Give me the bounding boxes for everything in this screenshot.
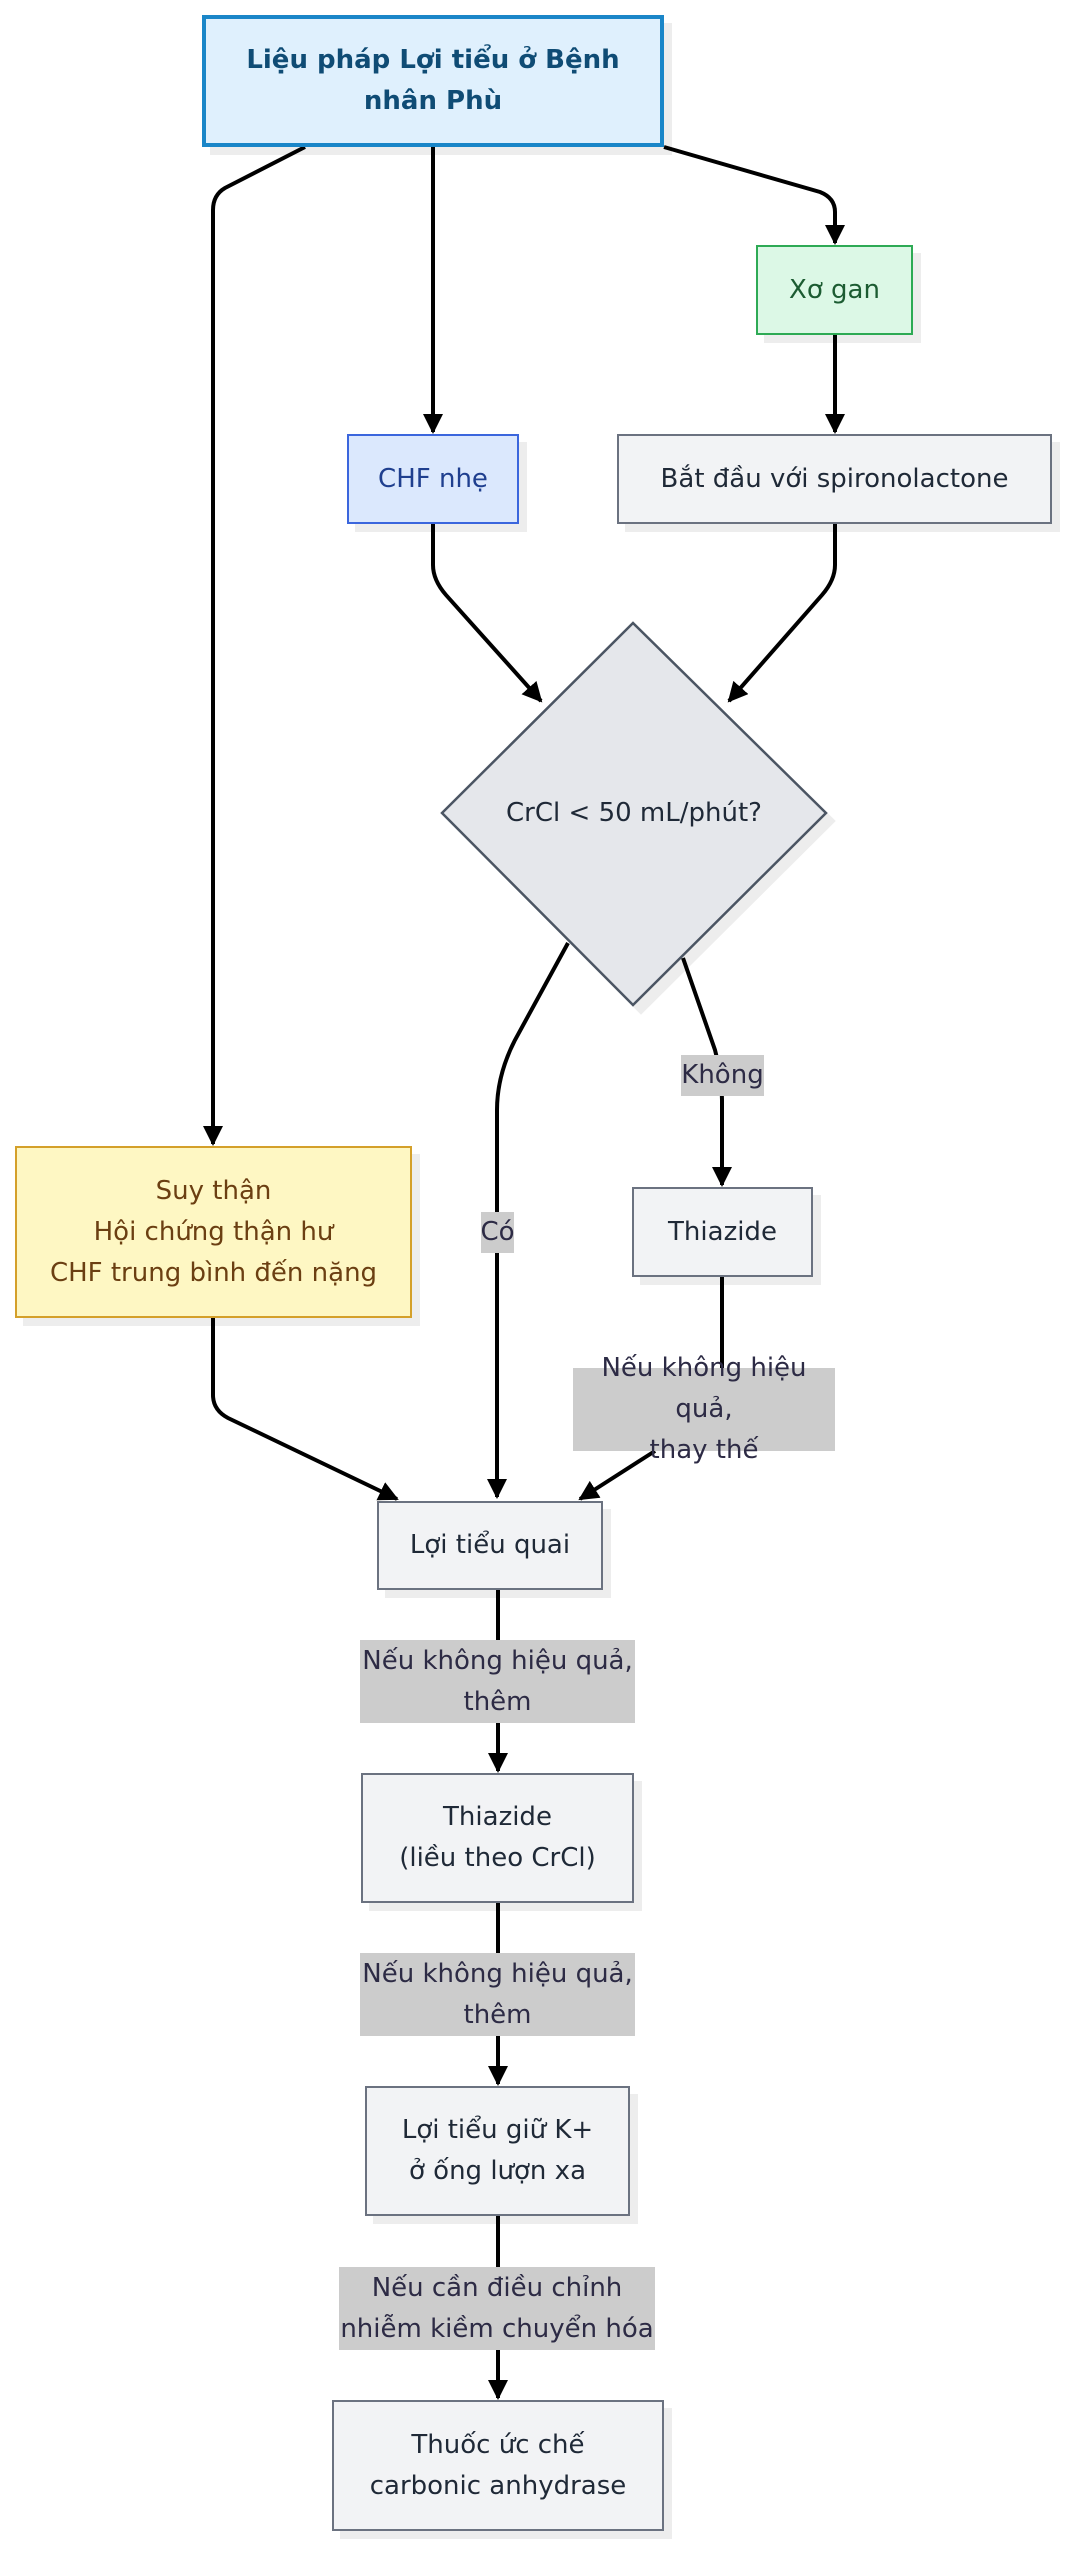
- node-spironolactone[interactable]: Bắt đầu với spironolactone: [617, 434, 1052, 524]
- node-k-sparing[interactable]: Lợi tiểu giữ K+ ở ống lượn xa: [365, 2086, 630, 2216]
- edge-decision-yes: [487, 942, 570, 1499]
- edge-spironolactone-to-decision: [727, 524, 837, 703]
- edge-start-to-cirrhosis: [663, 145, 845, 245]
- edge-label-add-2: Nếu không hiệu quả, thêm: [360, 1953, 635, 2036]
- node-renal-group[interactable]: Suy thận Hội chứng thận hư CHF trung bìn…: [15, 1146, 412, 1318]
- decision-label: CrCl < 50 mL/phút?: [506, 798, 762, 828]
- node-mild-chf[interactable]: CHF nhẹ: [347, 434, 519, 524]
- node-carbonic-anhydrase[interactable]: Thuốc ức chế carbonic anhydrase: [332, 2400, 664, 2531]
- node-loop-diuretic[interactable]: Lợi tiểu quai: [377, 1501, 603, 1590]
- edge-start-to-renal: [203, 145, 306, 1146]
- edge-label-alkalosis: Nếu cần điều chỉnh nhiễm kiềm chuyển hóa: [339, 2267, 655, 2350]
- edge-thiazide-to-loop: [580, 1277, 724, 1499]
- edge-label-yes: Có: [480, 1212, 515, 1253]
- edge-renal-to-loop: [211, 1318, 399, 1501]
- edge-mild-chf-to-decision: [431, 524, 543, 703]
- node-thiazide-crcl[interactable]: Thiazide (liều theo CrCl): [361, 1773, 634, 1903]
- edge-label-replace: Nếu không hiệu quả, thay thế: [573, 1353, 835, 1465]
- edge-label-add-1: Nếu không hiệu quả, thêm: [360, 1640, 635, 1723]
- node-thiazide[interactable]: Thiazide: [632, 1187, 813, 1277]
- node-start[interactable]: Liệu pháp Lợi tiểu ở Bệnh nhân Phù: [202, 15, 664, 147]
- edge-label-no: Không: [681, 1055, 764, 1096]
- decision-diamond: [440, 621, 828, 1007]
- node-cirrhosis[interactable]: Xơ gan: [756, 245, 913, 335]
